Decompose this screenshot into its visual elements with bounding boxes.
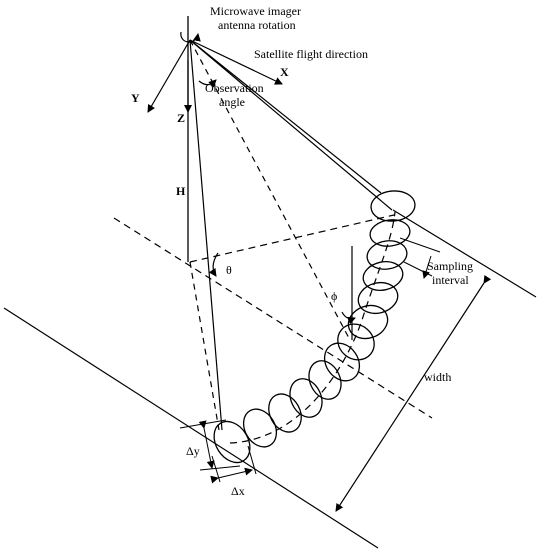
swath-edge-left (3, 307, 379, 549)
swath-edge-right (392, 209, 537, 298)
footprint-ellipse (370, 190, 416, 222)
footprint-ellipse (347, 304, 389, 340)
scan-arc-dashed (229, 211, 396, 444)
footprint-ellipse (366, 240, 408, 270)
footprint-ellipse (268, 393, 302, 433)
rotation-arrow-icon (180, 31, 201, 43)
footprint-ellipse (357, 281, 399, 315)
beam-to-last-footprint (189, 39, 393, 211)
antenna-rotation-label-line2: antenna rotation (218, 18, 296, 32)
phi-label: ϕ (331, 289, 337, 303)
y-axis-arrow (147, 39, 191, 113)
delta-x-tick-right (247, 445, 257, 475)
footprint-ellipse (369, 219, 411, 247)
x-axis-label: X (280, 65, 289, 79)
cross-track-dashed (189, 214, 395, 263)
footprint-group (213, 190, 416, 464)
ground-track-dashed (113, 217, 433, 419)
delta-y-label: Δy (186, 444, 200, 458)
sampling-interval-label-line1: Sampling (427, 259, 473, 273)
sampling-interval-arrow (422, 255, 432, 279)
flight-direction-label: Satellite flight direction (254, 47, 368, 61)
delta-y-arrow (198, 420, 215, 469)
observation-angle-label-line2: angle (219, 95, 245, 109)
delta-x-label: Δx (231, 484, 245, 498)
footprint-ellipse (362, 261, 404, 291)
x-axis-arrow (189, 39, 283, 85)
sampling-tick-upper (399, 237, 441, 253)
footprint-ellipse (242, 408, 278, 448)
z-axis-label: Z (177, 111, 185, 125)
theta-angle-arc (208, 252, 219, 277)
height-label: H (176, 184, 186, 198)
beam-to-first-footprint (189, 39, 223, 431)
width-label: width (424, 370, 451, 384)
look-direction-dashed (189, 39, 351, 341)
theta-label: θ (226, 263, 232, 277)
delta-x-arrow (210, 467, 253, 484)
y-axis-label: Y (131, 91, 140, 105)
antenna-rotation-label-line1: Microwave imager (210, 4, 301, 18)
footprint-ellipse (213, 420, 251, 464)
observation-angle-label-line1: Observation (205, 81, 264, 95)
width-dimension-arrow (335, 274, 492, 512)
delta-y-tick-bottom (199, 465, 241, 471)
observation-angle-arc (198, 79, 217, 88)
beam-leading-edge (189, 39, 382, 194)
footprint-ellipse (289, 378, 323, 418)
sampling-interval-label-line2: interval (432, 273, 469, 287)
